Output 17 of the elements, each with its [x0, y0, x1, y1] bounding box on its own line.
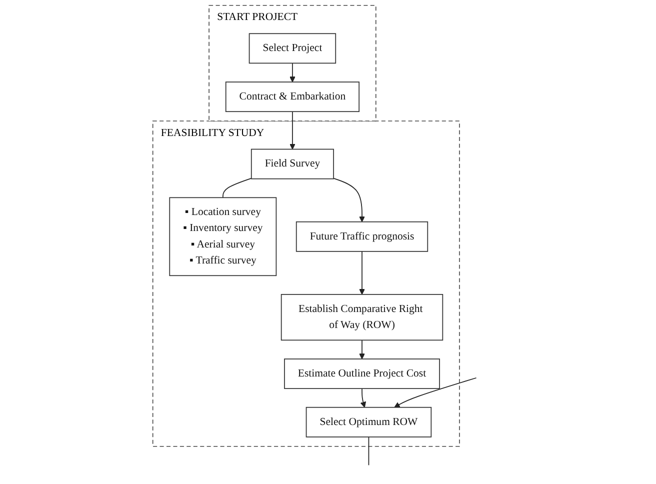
arrow	[359, 340, 365, 360]
connector	[222, 178, 252, 198]
node-box: Select Optimum ROW	[306, 406, 432, 438]
arrow	[290, 111, 296, 150]
node-box: Contract & Embarkation	[225, 82, 360, 112]
node-box: Establish Comparative Right of Way (ROW)	[280, 294, 444, 341]
node-box: ▪ Location survey ▪ Inventory survey ▪ Aerial survey ▪ Traffic survey	[169, 197, 277, 276]
arrow	[290, 62, 296, 82]
node-box: Future Traffic prognosis	[296, 221, 428, 252]
node-box: Estimate Outline Project Cost	[284, 358, 440, 389]
node-box: Select Project	[248, 33, 336, 64]
arrow	[359, 250, 365, 295]
arrow	[333, 178, 365, 222]
arrow	[394, 377, 477, 408]
node-box: Field Survey	[250, 148, 334, 180]
connector	[368, 436, 370, 466]
arrow	[360, 388, 366, 408]
